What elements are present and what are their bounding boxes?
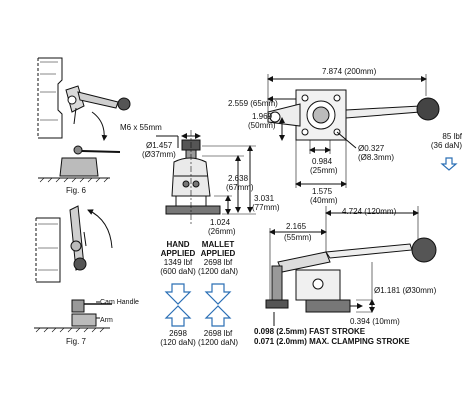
dim-reach: 2.559 (65mm) — [228, 99, 278, 108]
dim-base-height-mm: (26mm) — [208, 227, 236, 236]
hand-applied-lbf: 1349 lbf — [163, 258, 193, 267]
mallet-applied-dan: (1200 daN) — [197, 267, 239, 276]
dim-height-a-mm: (67mm) — [226, 183, 254, 192]
force-arrows — [164, 157, 458, 327]
dim-pad-offset-in: 1.969 — [252, 112, 273, 121]
dim-base-width-in: 0.984 — [312, 157, 333, 166]
dim-height-a-in: 2.638 — [228, 174, 249, 183]
mallet-applied-title-1: MALLET — [201, 240, 235, 249]
dim-spindle-dia-mm: (Ø37mm) — [142, 150, 176, 159]
dim-height-b-in: 3.031 — [254, 194, 275, 203]
front-view — [156, 130, 256, 226]
side-view — [265, 206, 437, 326]
mallet-applied-title-2: APPLIED — [200, 249, 236, 258]
dim-base-height-in: 1.024 — [210, 218, 231, 227]
hand-applied-dan: (600 daN) — [160, 267, 196, 276]
fig6-illustration — [37, 57, 131, 183]
dim-height-b-mm: (77mm) — [252, 203, 280, 212]
handle-force-dan: (36 daN) — [430, 141, 462, 150]
handle-force-lbf: 85 lbf — [442, 132, 462, 141]
dim-base-depth-mm: (40mm) — [310, 196, 338, 205]
fast-stroke-label: 0.098 (2.5mm) FAST STROKE — [254, 327, 366, 336]
dim-handle-offset-mm: (55mm) — [284, 233, 312, 242]
max-clamping-stroke-label: 0.071 (2.0mm) MAX. CLAMPING STROKE — [254, 337, 410, 346]
fig7-label: Fig. 7 — [66, 337, 87, 346]
dim-hole-dia-in: Ø0.327 — [358, 144, 385, 153]
hand-holding-dan: (120 daN) — [160, 338, 196, 347]
dim-bolt-size: M6 x 55mm — [120, 123, 162, 132]
dim-base-width-mm: (25mm) — [310, 166, 338, 175]
hand-applied-title-2: APPLIED — [160, 249, 196, 258]
cam-handle-label: Cam Handle — [100, 299, 139, 306]
dim-handle-length: 4.724 (120mm) — [342, 207, 397, 216]
dim-hole-dia-mm: (Ø8.3mm) — [358, 153, 394, 162]
top-view — [267, 74, 440, 188]
dim-base-depth-in: 1.575 — [312, 187, 333, 196]
mallet-applied-lbf: 2698 lbf — [203, 258, 233, 267]
hand-holding-value: 2698 — [169, 329, 187, 338]
mallet-holding-value: 2698 lbf — [203, 329, 233, 338]
dim-base-thick: 0.394 (10mm) — [350, 317, 400, 326]
dim-overall-width: 7.874 (200mm) — [322, 67, 377, 76]
hand-applied-title-1: HAND — [166, 240, 190, 249]
dim-knob-dia: Ø1.181 (Ø30mm) — [374, 286, 437, 295]
dim-pad-offset-mm: (50mm) — [248, 121, 276, 130]
fig7-illustration — [34, 205, 113, 333]
fig6-label: Fig. 6 — [66, 186, 87, 195]
arm-label: Arm — [100, 317, 113, 324]
dim-spindle-dia-in: Ø1.457 — [146, 141, 173, 150]
dim-handle-offset-in: 2.165 — [286, 222, 307, 231]
mallet-holding-dan: (1200 daN) — [197, 338, 239, 347]
